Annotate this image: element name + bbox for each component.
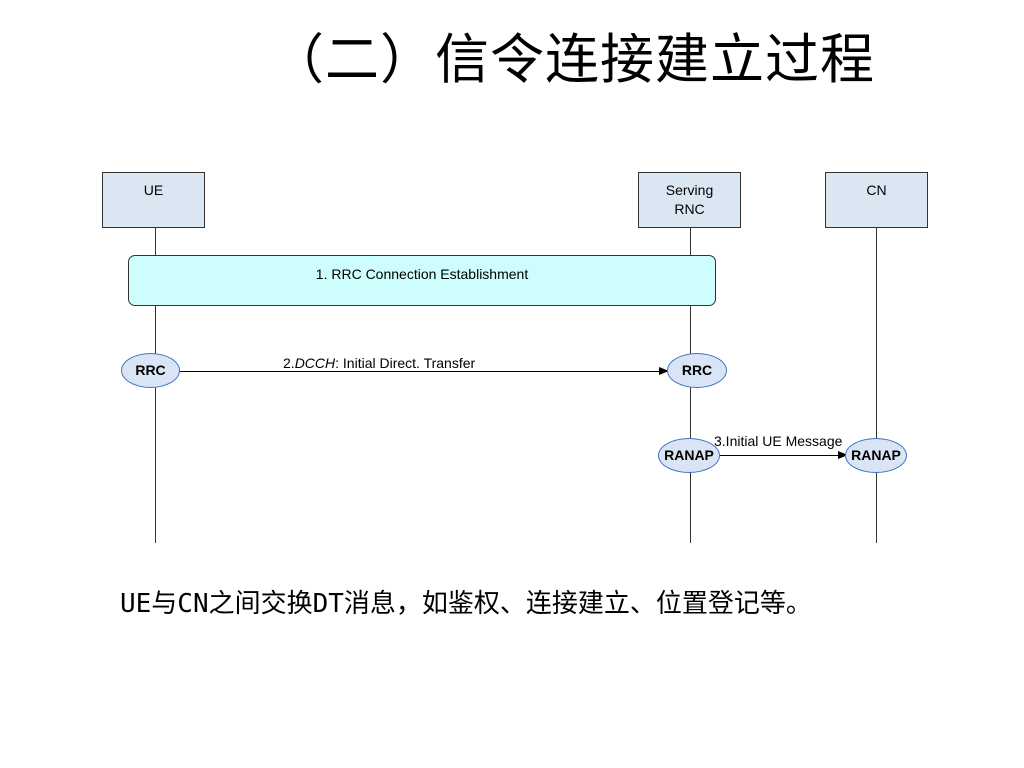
cn-entity-box: CN [825, 172, 928, 228]
initial-direct-transfer-arrow [178, 371, 665, 372]
step2-message: : Initial Direct. Transfer [335, 355, 476, 371]
rnc-rrc-protocol-oval: RRC [667, 353, 727, 388]
cn-lifeline [876, 228, 877, 543]
initial-ue-message-arrowhead [838, 451, 848, 459]
initial-ue-message-label: 3.Initial UE Message [714, 433, 843, 449]
ue-entity-box: UE [102, 172, 205, 228]
step2-number: 2. [283, 355, 295, 371]
slide-note: UE与CN之间交换DT消息，如鉴权、连接建立、位置登记等。 [120, 589, 812, 619]
serving-rnc-entity-box: Serving RNC [638, 172, 741, 228]
rnc-ranap-protocol-oval: RANAP [658, 438, 720, 473]
initial-direct-transfer-arrowhead [659, 367, 669, 375]
slide-title: （二）信令连接建立过程 [270, 28, 875, 91]
rrc-connection-establishment-band: 1. RRC Connection Establishment [128, 255, 716, 306]
initial-direct-transfer-label: 2.DCCH: Initial Direct. Transfer [283, 355, 475, 371]
ue-rrc-protocol-oval: RRC [121, 353, 180, 388]
initial-ue-message-arrow [719, 455, 849, 456]
cn-ranap-protocol-oval: RANAP [845, 438, 907, 473]
dcch-channel-label: DCCH [294, 355, 336, 371]
